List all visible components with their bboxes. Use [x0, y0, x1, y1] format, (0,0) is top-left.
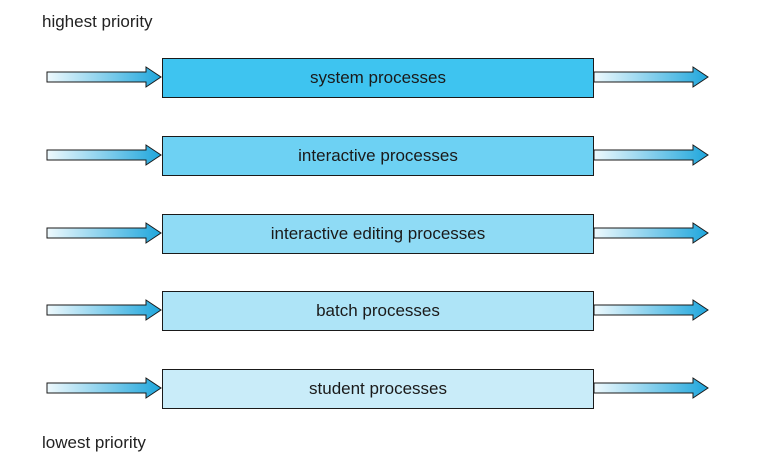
outgoing-arrow-icon: [593, 222, 709, 244]
queue-row: system processes: [0, 58, 763, 98]
incoming-arrow-icon: [46, 222, 162, 244]
queue-box: system processes: [162, 58, 594, 98]
queue-box: student processes: [162, 369, 594, 409]
queue-label: system processes: [309, 68, 447, 87]
queue-label: interactive editing processes: [270, 224, 486, 243]
incoming-arrow-icon: [46, 66, 162, 88]
queue-label: interactive processes: [298, 146, 458, 165]
queue-row: batch processes: [0, 291, 763, 331]
queue-label: student processes: [309, 379, 447, 398]
queue-row: student processes: [0, 369, 763, 409]
queue-box: interactive processes: [162, 136, 594, 176]
outgoing-arrow-icon: [593, 377, 709, 399]
highest-priority-label: highest priority: [42, 12, 153, 31]
incoming-arrow-icon: [46, 377, 162, 399]
incoming-arrow-icon: [46, 144, 162, 166]
outgoing-arrow-icon: [593, 299, 709, 321]
lowest-priority-label: lowest priority: [42, 433, 146, 452]
queue-box: interactive editing processes: [162, 214, 594, 254]
outgoing-arrow-icon: [593, 144, 709, 166]
queue-box: batch processes: [162, 291, 594, 331]
outgoing-arrow-icon: [593, 66, 709, 88]
queue-row: interactive processes: [0, 136, 763, 176]
queue-label: batch processes: [316, 301, 440, 320]
queue-row: interactive editing processes: [0, 214, 763, 254]
incoming-arrow-icon: [46, 299, 162, 321]
